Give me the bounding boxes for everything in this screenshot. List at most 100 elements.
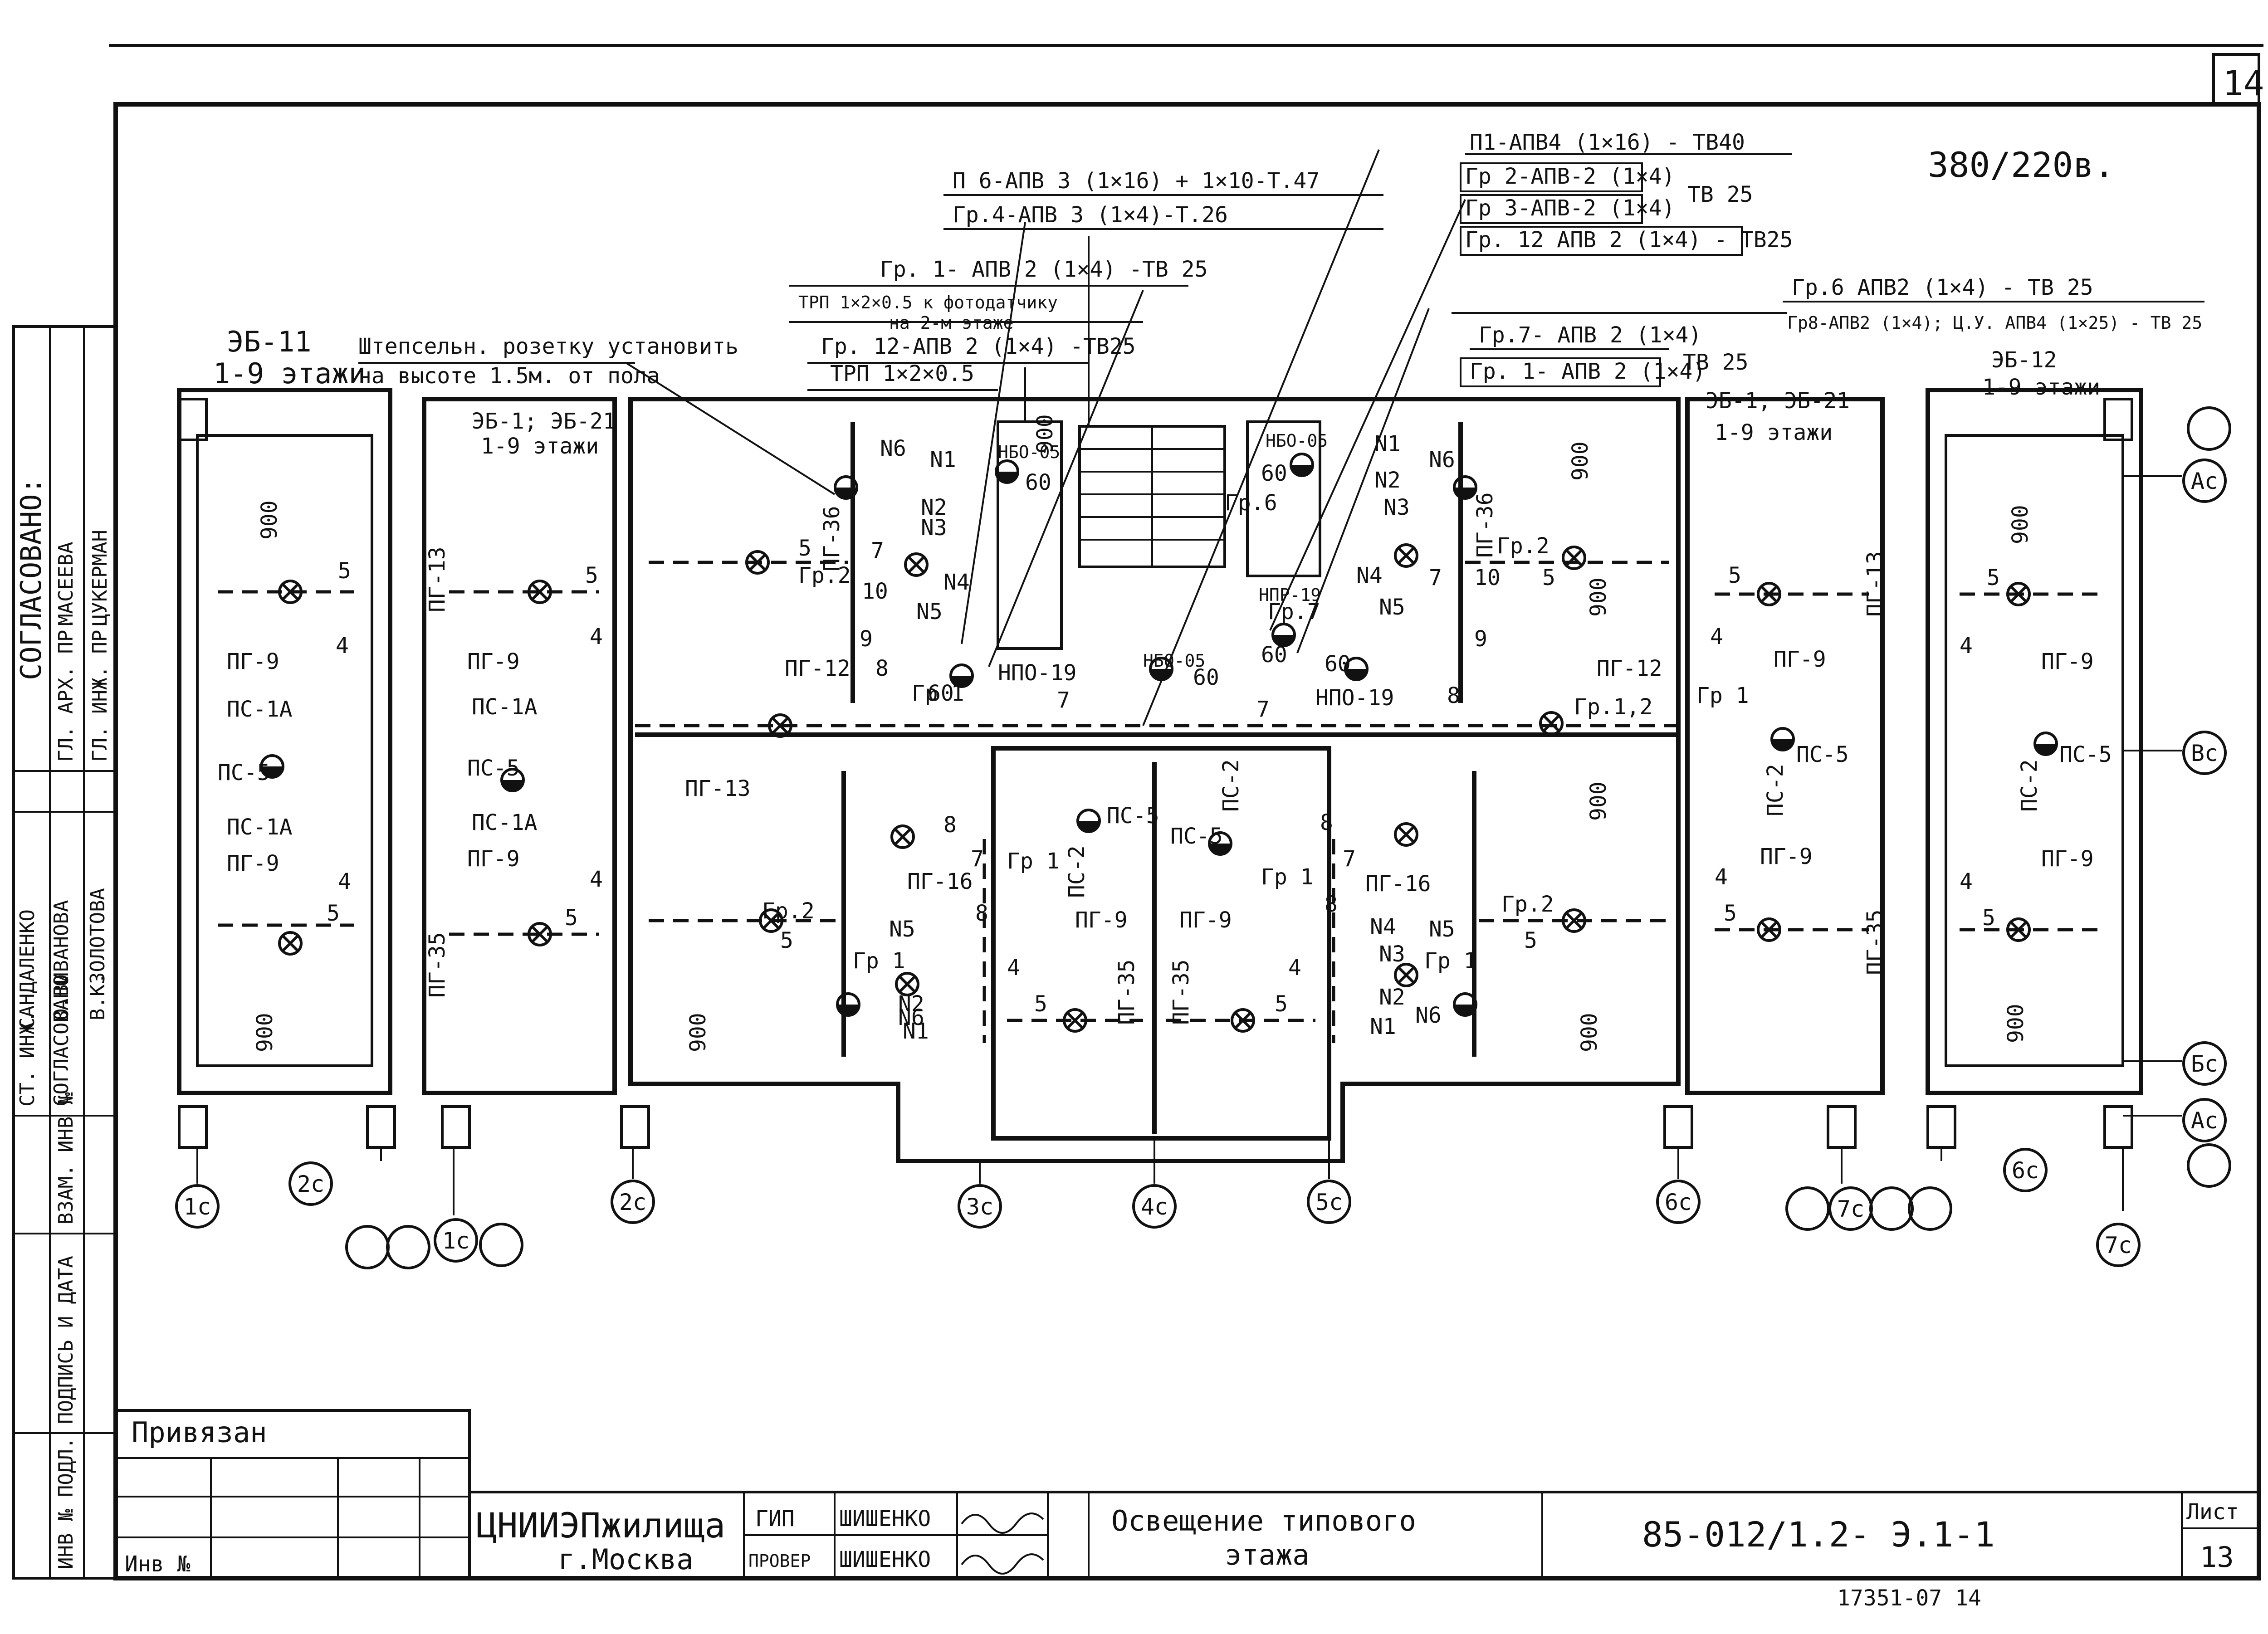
label-pc2-b: ПС-2 xyxy=(1218,759,1244,812)
label-8-c: 8 xyxy=(943,812,957,838)
fixture-icon xyxy=(260,754,284,779)
label-4-a: 4 xyxy=(336,633,349,658)
window xyxy=(2103,1105,2133,1149)
axis-label: Вс xyxy=(2191,740,2218,766)
label-pc1a-b: ПС-1А xyxy=(227,815,293,840)
signature-2 xyxy=(961,1553,1044,1575)
label-npo-left: НПО-19 xyxy=(998,660,1076,686)
label-pg12-b: ПГ-12 xyxy=(1597,656,1662,681)
label-4-i: 4 xyxy=(1960,633,1973,658)
label-gr1-a: Гр 1 xyxy=(912,681,964,706)
lamp-icon xyxy=(2006,917,2031,942)
label-n1-a: N1 xyxy=(930,447,956,473)
side-stamp-name-6: ЗОЛОТОВА xyxy=(86,888,109,984)
equipment-labels: НБО-05 НБО-05 НБО-05 НПО-19 НПО-19 НПР-1… xyxy=(218,414,2112,1052)
label-pc2-d: ПС-2 xyxy=(2017,759,2042,812)
empty-bubble xyxy=(1869,1186,1914,1231)
label-gr1-f: Гр 1 xyxy=(1696,683,1749,708)
role-gip: ГИП xyxy=(755,1506,795,1532)
drawing-code: 85-012/1.2- Э.1-1 xyxy=(1642,1514,1995,1555)
note-trp-floor: на 2-м этаже xyxy=(889,313,1014,333)
axis-bubble: 7с xyxy=(1828,1186,1873,1231)
label-7-b: 7 xyxy=(1429,565,1442,590)
note-socket-1: Штепсельн. розетку установить xyxy=(358,334,738,359)
label-pg9-f: ПГ-9 xyxy=(1179,907,1232,933)
sheet-label: Лист xyxy=(2186,1499,2239,1525)
page-number-box xyxy=(2212,53,2260,106)
label-n1-d: N1 xyxy=(1370,1014,1396,1039)
callouts: П1-АПВ4 (1×16) - ТВ40 Гр 2-АПВ-2 (1×4) Г… xyxy=(358,130,2204,391)
axis-bubble: 5с xyxy=(1307,1180,1351,1224)
window xyxy=(178,1105,208,1149)
label-9-a: 9 xyxy=(860,626,873,652)
label-60-e: 60 xyxy=(928,681,954,706)
label-nbo-mid: НБО-05 xyxy=(1143,651,1205,671)
label-900-a: 900 xyxy=(257,500,282,540)
empty-bubble xyxy=(386,1225,430,1269)
label-5-i: 5 xyxy=(1542,565,1555,590)
lamp-icon xyxy=(745,550,770,575)
label-n3-a: N3 xyxy=(921,515,947,541)
label-npr: НПР-19 xyxy=(1259,585,1321,605)
axis-label: 6с xyxy=(1665,1189,1692,1215)
label-60-f: 60 xyxy=(1325,651,1351,677)
label-7-c: 7 xyxy=(1057,688,1070,713)
axis-bubble: 7с xyxy=(2096,1223,2141,1267)
axis-bubble: 2с xyxy=(611,1180,655,1224)
label-pg36-a: ПГ-36 xyxy=(819,506,845,572)
label-pg13-b: ПГ-13 xyxy=(425,547,450,613)
label-nbo-right: НБО-05 xyxy=(1266,431,1328,451)
fixture-icon xyxy=(500,768,525,792)
label-pg9-c: ПГ-9 xyxy=(467,649,520,674)
fixture-icon xyxy=(995,459,1019,484)
fixture-icon xyxy=(1290,453,1314,477)
label-n6-b: N6 xyxy=(1429,447,1455,473)
label-pg35-b: ПГ-35 xyxy=(1114,960,1139,1025)
label-5-g: 5 xyxy=(1034,991,1047,1017)
fixtures xyxy=(260,453,2058,1017)
label-pc2-a: ПС-2 xyxy=(1064,845,1090,898)
label-n5-c: N5 xyxy=(889,917,915,942)
fixture-icon xyxy=(2033,732,2058,756)
note-gr12: Гр. 12 АПВ 2 (1×4) - ТВ25 xyxy=(1465,227,1793,253)
note-tb25-b: ТВ 25 xyxy=(1683,350,1749,375)
empty-bubble xyxy=(2187,406,2231,451)
label-8-a: 8 xyxy=(875,656,889,681)
label-pg9-b: ПГ-9 xyxy=(227,851,279,876)
label-900-g: 900 xyxy=(685,1013,711,1052)
name-gip: ШИШЕНКО xyxy=(839,1506,931,1532)
section-eb11-floors: 1-9 этажи xyxy=(213,357,366,390)
axis-label: Бс xyxy=(2191,1051,2218,1077)
footer-number: 17351-07 14 xyxy=(1837,1585,1981,1611)
axis-label: 6с xyxy=(2012,1157,2039,1184)
label-7-a: 7 xyxy=(871,538,884,563)
label-n1-b: N1 xyxy=(1374,431,1401,457)
section-eb1-left: ЭБ-1; ЭБ-21 xyxy=(472,409,616,434)
label-n3-d: N3 xyxy=(1379,941,1405,967)
window xyxy=(178,398,208,441)
label-4-j: 4 xyxy=(1960,869,1973,894)
label-4-b: 4 xyxy=(338,869,351,894)
label-pg9-e: ПГ-9 xyxy=(1075,907,1128,933)
shaft-right xyxy=(1246,420,1321,577)
axis-label: Ас xyxy=(2191,1107,2218,1134)
note-p1: П1-АПВ4 (1×16) - ТВ40 xyxy=(1470,130,1745,155)
side-stamp: СОГЛАСОВАНО: ГЛ. АРХ. ПР. МАСЕЕВА ГЛ. ИН… xyxy=(12,325,117,1580)
note-p6: П 6-АПВ 3 (1×16) + 1×10-Т.47 xyxy=(953,168,1320,194)
flat-eb11-inner xyxy=(196,434,373,1067)
label-pg9-g: ПГ-9 xyxy=(1774,647,1826,672)
label-gr1-b: Гр 1 xyxy=(1007,849,1060,874)
note-gr6: Гр.6 АПВ2 (1×4) - ТВ 25 xyxy=(1792,275,2093,300)
note-gr12-left: Гр. 12-АПВ 2 (1×4) -ТВ25 xyxy=(821,334,1136,359)
lamp-icon xyxy=(1562,546,1586,570)
axis-bubble: Ас xyxy=(2182,1098,2227,1142)
axis-bubble: 3с xyxy=(958,1184,1002,1229)
section-labels: ЭБ-11 1-9 этажи ЭБ-1; ЭБ-21 1-9 этажи ЭБ… xyxy=(213,325,2100,459)
axis-lines xyxy=(196,475,2182,1215)
label-900-f: 900 xyxy=(1586,781,1611,821)
label-5-a: 5 xyxy=(338,558,351,584)
label-n6-d: N6 xyxy=(1415,1003,1442,1028)
label-n3-b: N3 xyxy=(1383,495,1410,520)
axis-label: 1с xyxy=(442,1228,469,1254)
label-8-e: 8 xyxy=(975,901,988,926)
